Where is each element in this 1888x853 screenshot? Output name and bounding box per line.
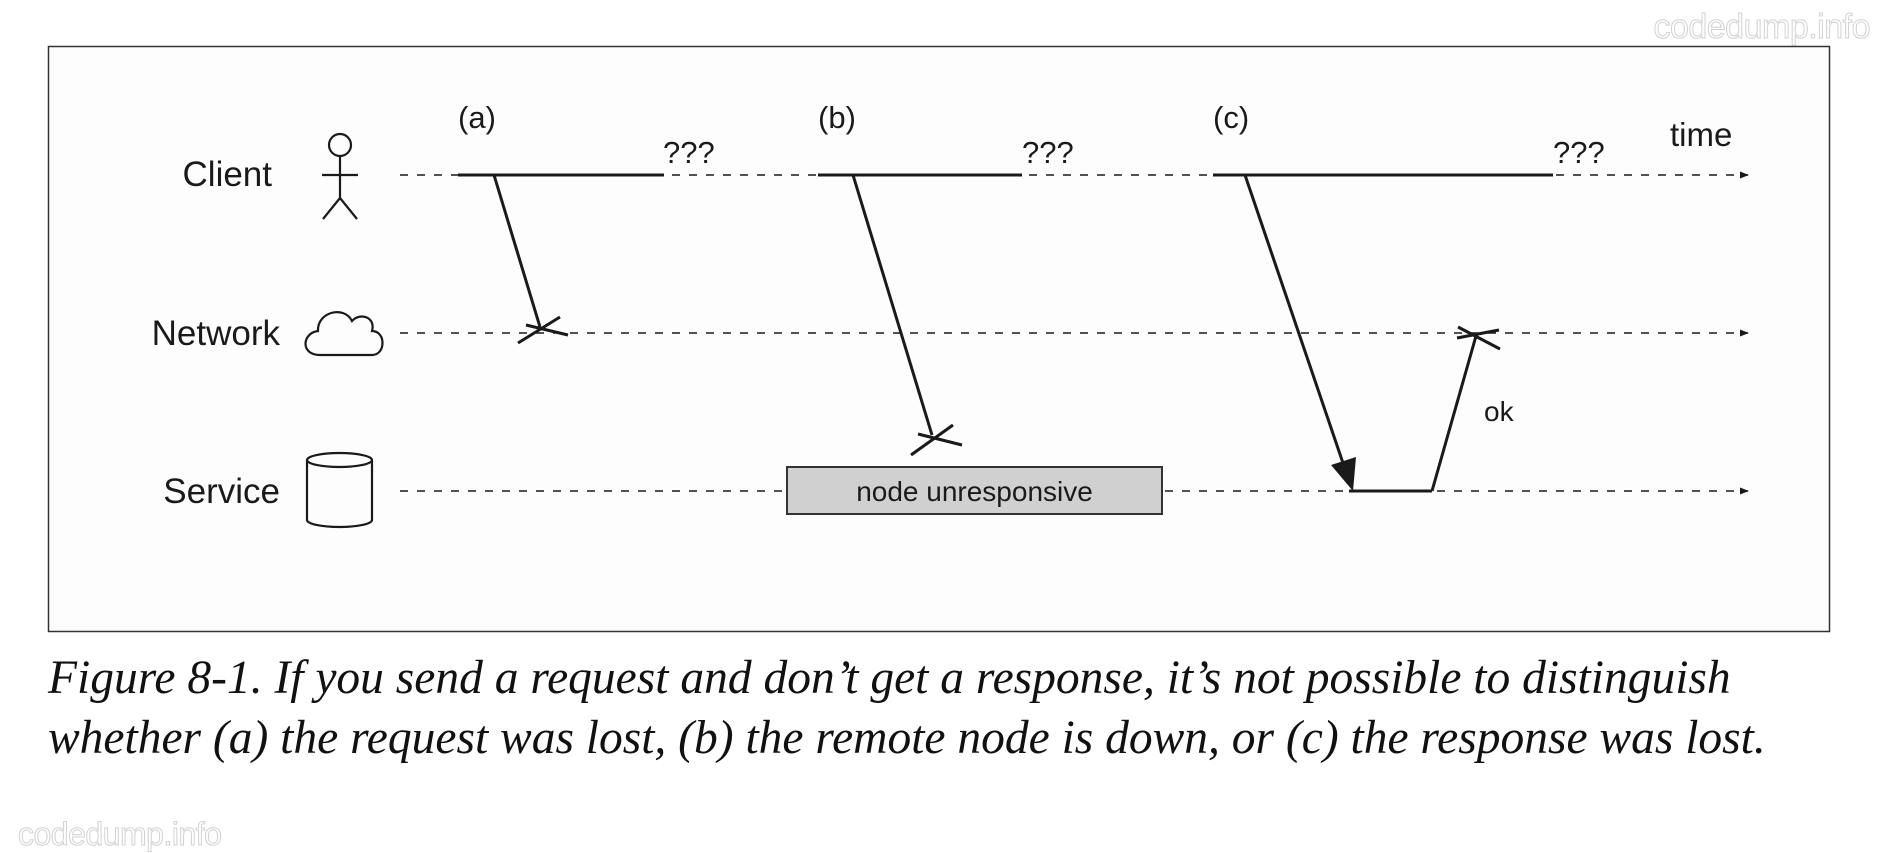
response-arrow-c <box>1430 335 1478 492</box>
lost-marker-a <box>517 315 569 345</box>
request-arrow-c <box>1243 174 1346 467</box>
unknown-marker-b: ??? <box>1022 135 1074 170</box>
diagram-border <box>47 45 1831 633</box>
database-cylinder-icon <box>305 451 374 529</box>
unknown-marker-c: ??? <box>1553 135 1605 170</box>
cloud-icon <box>304 311 384 357</box>
scenario-label-b: (b) <box>818 100 856 135</box>
node-unresponsive-label: node unresponsive <box>856 476 1093 507</box>
figure-caption: Figure 8-1. If you send a request and do… <box>48 652 1766 764</box>
unknown-marker-a: ??? <box>663 135 715 170</box>
lane-label-service: Service <box>163 472 280 511</box>
time-axis-label: time <box>1670 116 1732 153</box>
lost-marker-c <box>1456 325 1501 351</box>
node-unresponsive-box <box>786 466 1163 515</box>
person-icon <box>322 132 358 220</box>
lane-label-client: Client <box>183 155 273 194</box>
scenario-label-c: (c) <box>1213 100 1249 135</box>
request-arrow-a <box>492 174 542 328</box>
request-arrow-b <box>851 174 934 436</box>
watermark-bottom: codedump.info <box>17 816 222 853</box>
scenario-label-a: (a) <box>458 100 496 135</box>
watermark-top: codedump.info <box>1653 8 1871 47</box>
response-ok-label: ok <box>1484 396 1515 427</box>
request-arrowhead-c <box>1331 457 1356 491</box>
lane-label-network: Network <box>152 314 281 353</box>
lost-marker-b <box>910 423 963 457</box>
